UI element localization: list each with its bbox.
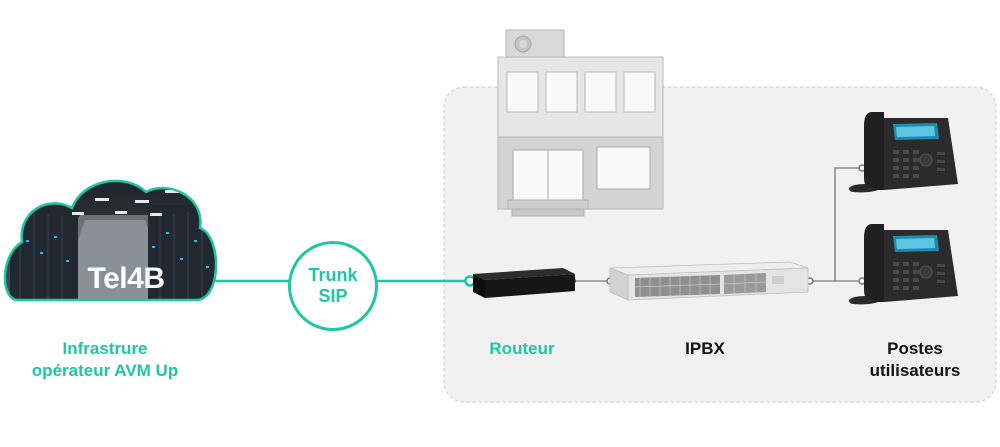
trunk-label-line1: Trunk [308,265,358,285]
infrastructure-label-line2: opérateur AVM Up [31,361,179,380]
postes-label-line1: Postes [887,339,943,358]
router-icon [473,268,575,298]
infrastructure-label-line1: Infrastrure [62,339,148,358]
trunk-label-line2: SIP [318,286,348,306]
link-ipbx-phone-top [810,167,862,282]
desk-phone-bottom-icon [849,224,958,305]
postes-label-line2: utilisateurs [869,361,961,380]
ipbx-switch-icon [609,261,809,301]
postes-label: Postes utilisateurs [850,338,980,382]
desk-phone-top-icon [849,112,958,193]
router-label: Routeur [489,339,555,358]
ipbx-label: IPBX [685,339,725,358]
infrastructure-label: Infrastrure opérateur AVM Up [0,338,210,382]
brand-logo-text: Tel4B [87,262,165,295]
trunk-sip-node: Trunk SIP [288,241,378,331]
building-icon [497,29,664,217]
